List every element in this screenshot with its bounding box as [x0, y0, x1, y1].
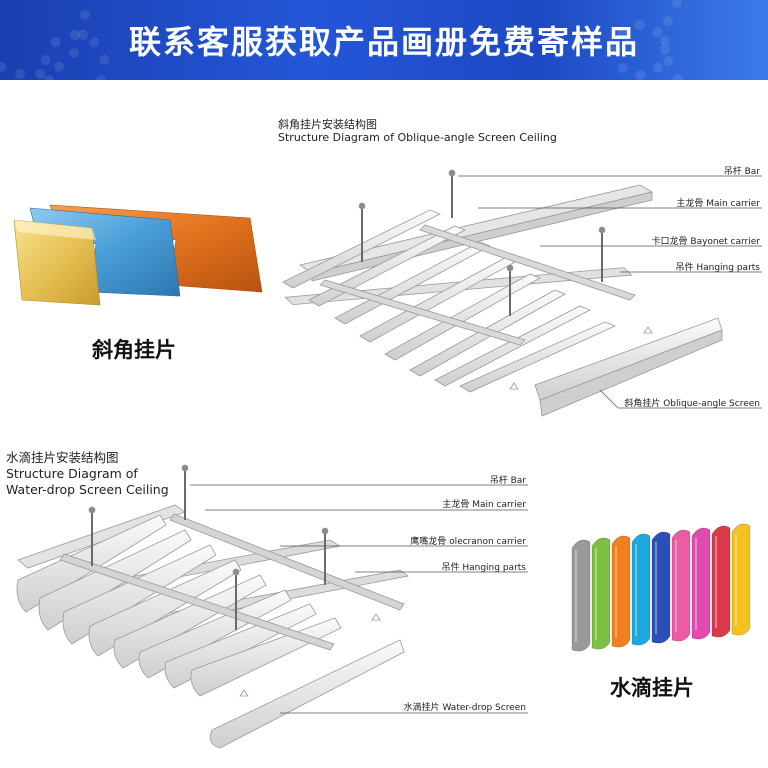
oblique-title-en: Structure Diagram of Oblique-angle Scree… — [278, 131, 557, 144]
waterdrop-sample-strip — [571, 539, 591, 652]
oblique-callout-bayonet-carrier: 卡口龙骨 Bayonet carrier — [651, 237, 760, 247]
banner-title: 联系客服获取产品画册免费寄样品 — [128, 23, 639, 61]
waterdrop-callout-olecranon-carrier: 鹰嘴龙骨 olecranon carrier — [410, 537, 526, 547]
waterdrop-sample-strip — [611, 535, 631, 648]
waterdrop-callout-bar: 吊杆 Bar — [489, 476, 526, 486]
oblique-leader-lines — [458, 175, 762, 409]
waterdrop-sample-strip — [731, 523, 751, 636]
waterdrop-sample-strip — [651, 531, 671, 644]
oblique-diagram — [282, 169, 723, 417]
promo-banner[interactable]: 联系客服获取产品画册免费寄样品 — [0, 0, 768, 80]
waterdrop-sample-strip — [591, 537, 611, 650]
waterdrop-title-en-2: Water-drop Screen Ceiling — [6, 482, 169, 497]
waterdrop-callout-screen: 水滴挂片 Water-drop Screen — [403, 703, 526, 713]
waterdrop-leader-lines — [190, 484, 528, 714]
waterdrop-samples — [571, 523, 751, 652]
waterdrop-callout-main-carrier: 主龙骨 Main carrier — [442, 500, 526, 510]
oblique-samples — [13, 204, 263, 306]
oblique-callout-screen: 斜角挂片 Oblique-angle Screen — [624, 399, 760, 409]
waterdrop-sample-strip — [711, 525, 731, 638]
waterdrop-title-en-1: Structure Diagram of — [6, 466, 138, 481]
oblique-caption: 斜角挂片 — [92, 338, 176, 362]
oblique-callout-bar: 吊杆 Bar — [723, 167, 760, 177]
waterdrop-sample-strip — [671, 529, 691, 642]
waterdrop-diagram — [16, 464, 409, 749]
oblique-title-cn: 斜角挂片安装结构图 — [278, 118, 377, 131]
waterdrop-sample-strip — [691, 527, 711, 640]
waterdrop-callout-hanging-parts: 吊件 Hanging parts — [441, 563, 527, 573]
oblique-callout-main-carrier: 主龙骨 Main carrier — [676, 199, 760, 209]
waterdrop-caption: 水滴挂片 — [610, 676, 694, 700]
waterdrop-sample-strip — [631, 533, 651, 646]
oblique-callout-hanging-parts: 吊件 Hanging parts — [675, 263, 761, 273]
waterdrop-title-cn: 水滴挂片安装结构图 — [6, 450, 119, 465]
